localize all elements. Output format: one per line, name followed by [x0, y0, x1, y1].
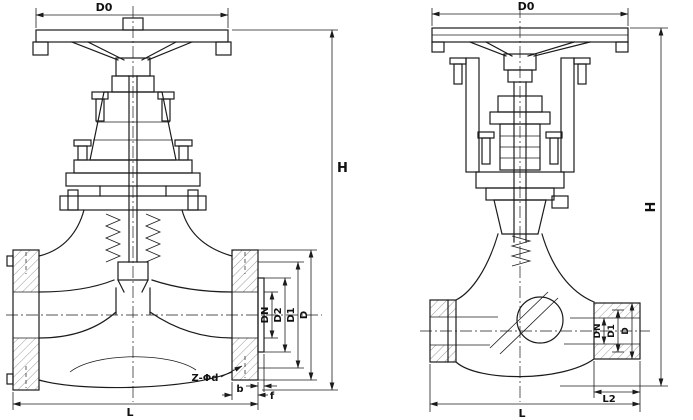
body-shoulder: [38, 209, 85, 257]
dim-label-d0: D0: [96, 1, 113, 14]
right-valve-dimensions: D0 H DN D1 D L L2: [429, 0, 668, 420]
yoke-column: [465, 57, 480, 173]
dim-label-dn: DN: [260, 307, 271, 324]
left-weld-end: [429, 299, 457, 363]
dim-label-b: b: [236, 384, 243, 395]
handwheel-end-cap: [215, 41, 232, 56]
right-valve-bonnet: [475, 81, 569, 267]
handwheel-end-cap: [32, 41, 49, 56]
dim-label-d: D: [299, 311, 310, 319]
left-valve-handwheel: [32, 17, 232, 77]
left-inlet-flange: [6, 249, 40, 391]
dim-label-d1: D1: [286, 307, 297, 322]
left-valve-centerlines: [6, 6, 322, 402]
dim-label-l: L: [518, 407, 525, 420]
left-valve: D0 H DN D2 D1 D L: [6, 1, 348, 419]
handwheel-end-cap: [615, 41, 629, 53]
body-shoulder: [541, 233, 595, 303]
handwheel-rim: [35, 29, 229, 43]
body-top-flange: [59, 195, 207, 211]
stem-nut: [507, 69, 533, 83]
dim-label-dn: DN: [593, 323, 603, 338]
right-outlet-flange: [231, 249, 265, 381]
body-shoulder: [455, 233, 499, 301]
valve-disc: [117, 261, 149, 281]
dim-label-h: H: [337, 161, 348, 176]
handwheel-end-cap: [431, 41, 445, 53]
dim-label-l: L: [126, 406, 133, 419]
raised-face: [257, 277, 265, 353]
side-boss: [551, 195, 569, 209]
dim-label-l2: L2: [602, 394, 615, 405]
body-bottom: [38, 371, 233, 389]
right-valve-centerlines: [420, 6, 650, 402]
yoke-column: [560, 57, 575, 173]
left-valve-bonnet: [59, 75, 207, 263]
leader-z-phi-d: [220, 365, 243, 378]
left-valve-dimensions: D0 H DN D2 D1 D L: [12, 1, 348, 419]
right-valve: D0 H DN D1 D L L2: [420, 0, 668, 420]
left-valve-body: [6, 209, 265, 391]
dim-label-d1: D1: [607, 324, 617, 338]
right-valve-body: [429, 233, 641, 378]
dim-label-z-phi-d: Z-Φd: [192, 373, 219, 384]
valve-disc: [516, 296, 564, 344]
dim-label-d2: D2: [273, 307, 284, 322]
spring: [144, 213, 162, 263]
dim-label-d0: D0: [518, 0, 535, 13]
flow-bore: [38, 279, 115, 293]
body-bottom: [455, 358, 595, 378]
bonnet-flange: [65, 172, 201, 187]
dim-label-f: f: [270, 391, 275, 402]
stem-nut: [122, 17, 144, 31]
dim-label-h: H: [644, 202, 659, 213]
body-shoulder: [181, 209, 233, 257]
right-valve-yoke: [449, 57, 591, 173]
right-valve-handwheel: [431, 27, 629, 83]
dim-label-d: D: [621, 327, 631, 334]
spring: [510, 235, 532, 267]
spring: [104, 213, 122, 263]
bonnet-neck: [493, 199, 547, 235]
seat-line: [499, 297, 559, 355]
